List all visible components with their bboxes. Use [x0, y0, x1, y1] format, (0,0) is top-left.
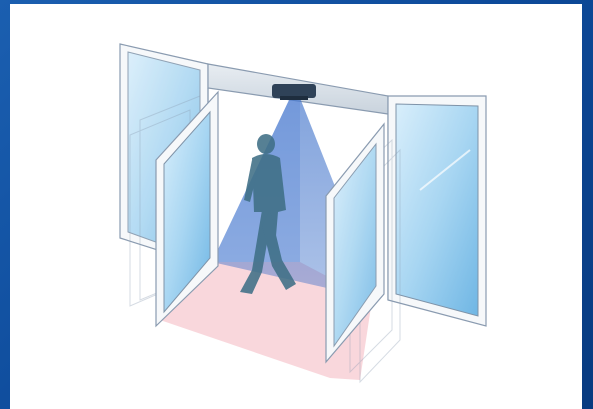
right-fixed-panel: [388, 96, 486, 326]
right-swing-door: [326, 124, 384, 362]
motion-sensor-icon: [272, 84, 316, 100]
